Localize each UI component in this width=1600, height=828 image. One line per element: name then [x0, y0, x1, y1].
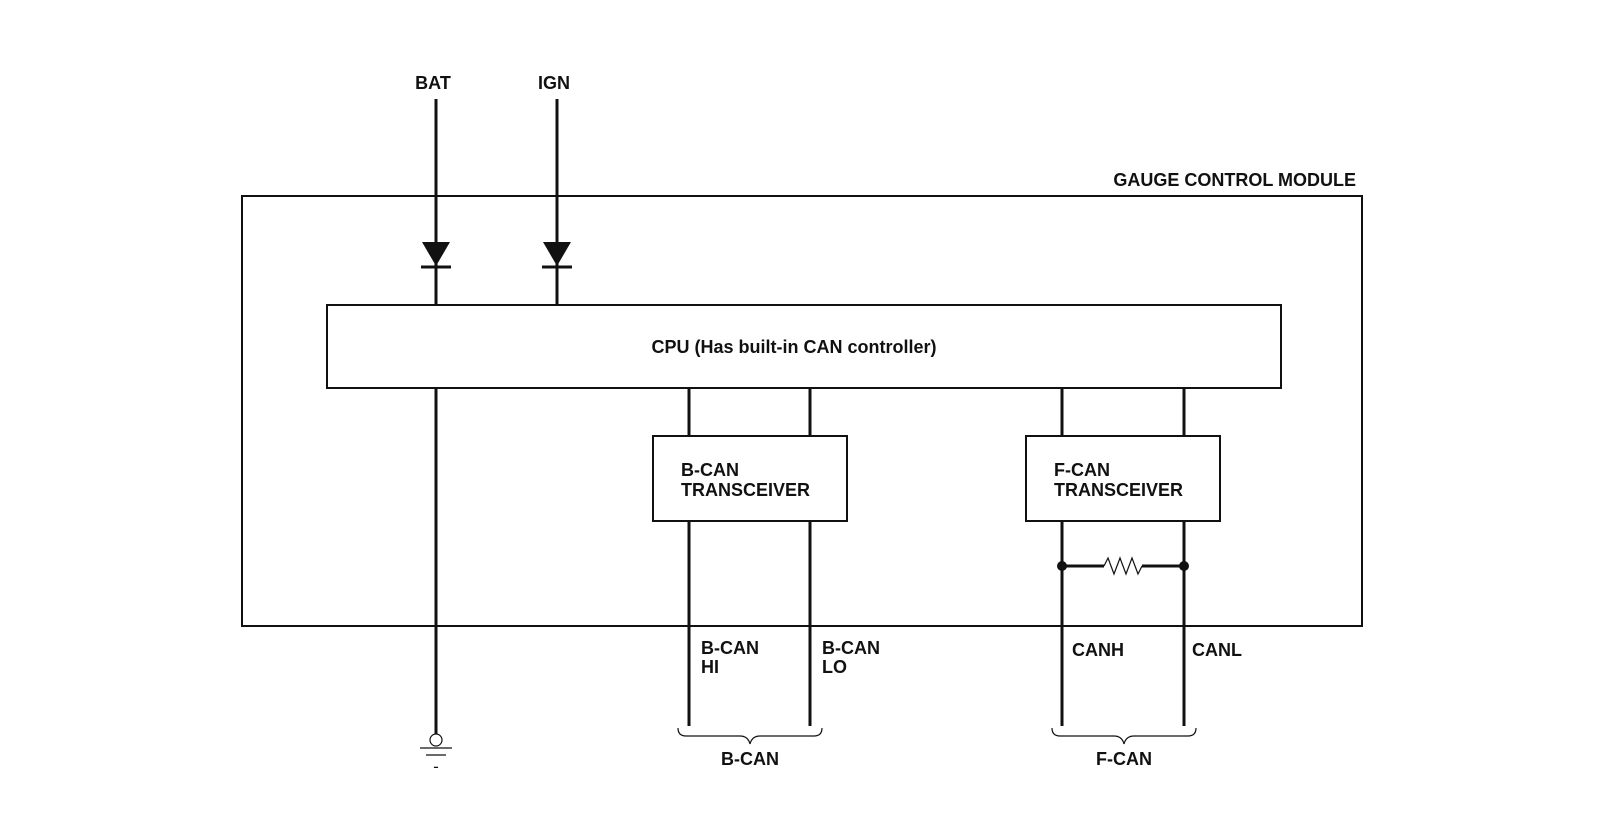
fcan-transceiver-label-1: F-CAN — [1054, 460, 1110, 480]
module-title: GAUGE CONTROL MODULE — [1113, 170, 1356, 190]
ground-sign: - — [433, 757, 439, 776]
bcan-transceiver-box — [652, 435, 848, 522]
canl-label: CANL — [1192, 640, 1242, 660]
bcan-lo-label-1: B-CAN — [822, 638, 880, 658]
bcan-lo-label-2: LO — [822, 657, 847, 677]
bcan-bus-label: B-CAN — [721, 749, 779, 769]
canh-label: CANH — [1072, 640, 1124, 660]
resistor-icon — [1103, 556, 1143, 576]
module-box — [241, 195, 1363, 627]
cpu-box — [326, 304, 1282, 389]
ground-node-icon — [429, 733, 443, 747]
ign-label: IGN — [538, 73, 570, 93]
bat-diode-icon — [422, 242, 450, 266]
fcan-bus-brace — [1051, 727, 1197, 745]
cpu-label: CPU (Has built-in CAN controller) — [651, 337, 936, 357]
fcan-transceiver-label-2: TRANSCEIVER — [1054, 480, 1183, 500]
bcan-hi-label-2: HI — [701, 657, 719, 677]
ign-diode-icon — [543, 242, 571, 266]
bcan-bus-brace — [677, 727, 823, 745]
bat-label: BAT — [415, 73, 451, 93]
bcan-hi-label-1: B-CAN — [701, 638, 759, 658]
bcan-transceiver-label-2: TRANSCEIVER — [681, 480, 810, 500]
fcan-bus-label: F-CAN — [1096, 749, 1152, 769]
fcan-transceiver-box — [1025, 435, 1221, 522]
bcan-transceiver-label-1: B-CAN — [681, 460, 739, 480]
